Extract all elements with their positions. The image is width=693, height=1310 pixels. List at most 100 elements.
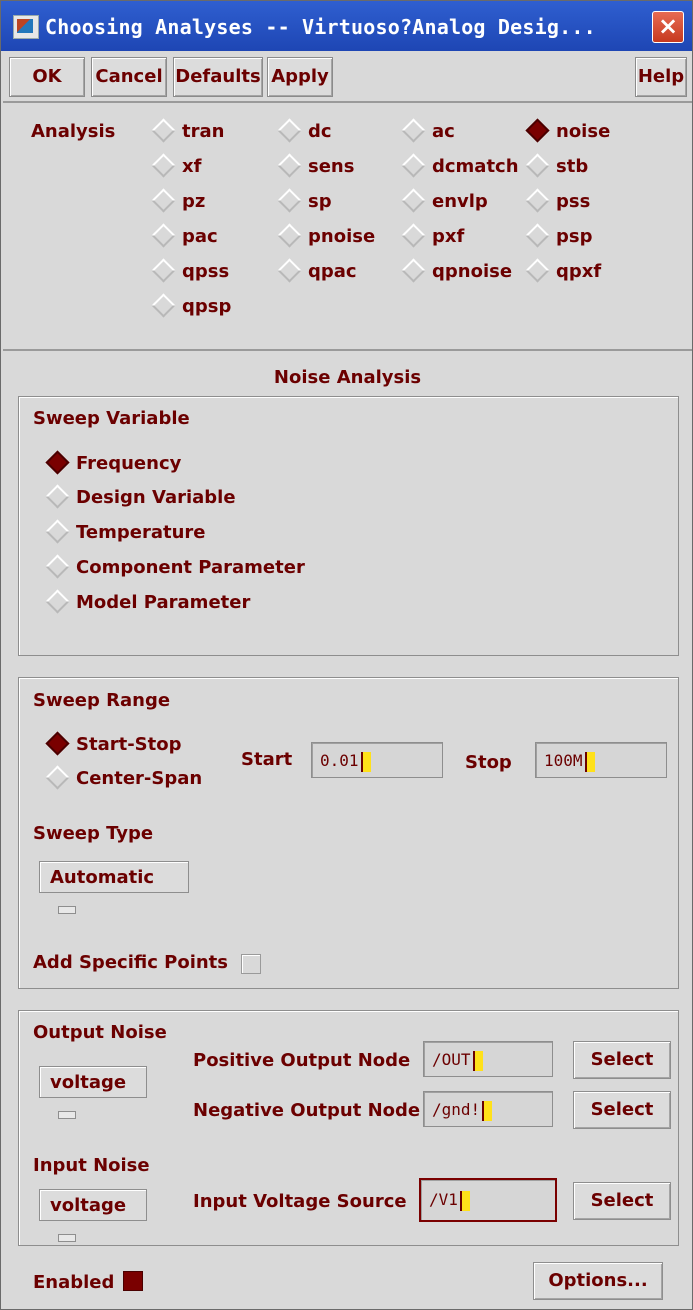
add-specific-points-label: Add Specific Points bbox=[33, 952, 229, 973]
analysis-option-pz[interactable]: pz bbox=[151, 187, 205, 213]
negative-output-node-label: Negative Output Node bbox=[193, 1100, 421, 1121]
analysis-option-xf[interactable]: xf bbox=[151, 152, 201, 178]
radio-diamond-icon bbox=[151, 292, 176, 318]
radio-diamond-icon bbox=[401, 152, 426, 178]
analysis-option-dc[interactable]: dc bbox=[277, 117, 332, 143]
text-cursor-icon bbox=[584, 751, 595, 772]
dropdown-indicator-icon bbox=[58, 1234, 76, 1242]
toolbar: OK Cancel Defaults Apply Help bbox=[3, 53, 692, 103]
radio-diamond-icon bbox=[45, 730, 70, 756]
analysis-option-qpxf[interactable]: qpxf bbox=[525, 257, 601, 283]
text-cursor-icon bbox=[360, 751, 371, 772]
window-title: Choosing Analyses -- Virtuoso?Analog Des… bbox=[45, 15, 596, 39]
sweep-range-label: Sweep Range bbox=[33, 690, 171, 711]
analysis-option-stb[interactable]: stb bbox=[525, 152, 588, 178]
analysis-option-dcmatch[interactable]: dcmatch bbox=[401, 152, 519, 178]
radio-diamond-icon bbox=[45, 518, 70, 544]
stop-field[interactable]: 100M bbox=[535, 742, 667, 778]
stop-label: Stop bbox=[465, 752, 512, 773]
analysis-option-pac[interactable]: pac bbox=[151, 222, 218, 248]
select-input-source-button[interactable]: Select bbox=[573, 1182, 671, 1220]
radio-diamond-icon bbox=[45, 553, 70, 579]
radio-diamond-icon bbox=[525, 187, 550, 213]
radio-diamond-icon bbox=[401, 187, 426, 213]
radio-diamond-icon bbox=[401, 257, 426, 283]
radio-diamond-icon bbox=[151, 222, 176, 248]
dropdown-indicator-icon bbox=[58, 1111, 76, 1119]
panel-title: Noise Analysis bbox=[273, 367, 422, 388]
sweep-range-group bbox=[18, 677, 679, 989]
radio-diamond-icon bbox=[45, 483, 70, 509]
input-noise-label: Input Noise bbox=[33, 1155, 150, 1176]
range-center-span[interactable]: Center-Span bbox=[45, 764, 202, 790]
radio-diamond-icon bbox=[45, 449, 70, 475]
dropdown-indicator-icon bbox=[58, 906, 76, 914]
text-cursor-icon bbox=[459, 1190, 470, 1211]
radio-diamond-icon bbox=[277, 257, 302, 283]
radio-diamond-icon bbox=[277, 222, 302, 248]
close-icon[interactable]: × bbox=[652, 11, 684, 43]
enabled-label: Enabled bbox=[33, 1272, 115, 1293]
radio-diamond-icon bbox=[151, 187, 176, 213]
analysis-option-ac[interactable]: ac bbox=[401, 117, 455, 143]
analysis-option-sens[interactable]: sens bbox=[277, 152, 354, 178]
analysis-option-qpss[interactable]: qpss bbox=[151, 257, 229, 283]
analysis-option-pxf[interactable]: pxf bbox=[401, 222, 464, 248]
sweep-var-temperature[interactable]: Temperature bbox=[45, 518, 205, 544]
app-icon bbox=[13, 15, 39, 39]
apply-button[interactable]: Apply bbox=[267, 57, 333, 97]
radio-diamond-icon bbox=[277, 152, 302, 178]
text-cursor-icon bbox=[472, 1050, 483, 1071]
analysis-section bbox=[3, 105, 692, 351]
select-positive-node-button[interactable]: Select bbox=[573, 1041, 671, 1079]
title-bar[interactable]: Choosing Analyses -- Virtuoso?Analog Des… bbox=[1, 1, 692, 51]
sweep-variable-group bbox=[18, 396, 679, 656]
sweep-variable-label: Sweep Variable bbox=[33, 408, 190, 429]
analysis-option-pss[interactable]: pss bbox=[525, 187, 590, 213]
add-specific-points-checkbox[interactable] bbox=[241, 954, 261, 974]
radio-diamond-icon bbox=[45, 764, 70, 790]
input-noise-dropdown[interactable]: voltage bbox=[39, 1189, 147, 1242]
analysis-option-qpsp[interactable]: qpsp bbox=[151, 292, 231, 318]
analysis-option-envlp[interactable]: envlp bbox=[401, 187, 488, 213]
sweep-var-model-parameter[interactable]: Model Parameter bbox=[45, 588, 250, 614]
analysis-option-noise[interactable]: noise bbox=[525, 117, 610, 143]
sweep-var-frequency[interactable]: Frequency bbox=[45, 449, 181, 475]
select-negative-node-button[interactable]: Select bbox=[573, 1091, 671, 1129]
output-noise-dropdown[interactable]: voltage bbox=[39, 1066, 147, 1119]
options-button[interactable]: Options... bbox=[533, 1262, 663, 1300]
analysis-label: Analysis bbox=[31, 121, 116, 142]
enabled-checkbox[interactable] bbox=[123, 1271, 143, 1291]
range-start-stop[interactable]: Start-Stop bbox=[45, 730, 182, 756]
analysis-option-sp[interactable]: sp bbox=[277, 187, 332, 213]
radio-diamond-icon bbox=[401, 117, 426, 143]
help-button[interactable]: Help bbox=[635, 57, 687, 97]
radio-diamond-icon bbox=[45, 588, 70, 614]
ok-button[interactable]: OK bbox=[9, 57, 85, 97]
text-cursor-icon bbox=[482, 1100, 493, 1121]
radio-diamond-icon bbox=[525, 152, 550, 178]
analysis-option-tran[interactable]: tran bbox=[151, 117, 224, 143]
defaults-button[interactable]: Defaults bbox=[173, 57, 263, 97]
radio-diamond-icon bbox=[277, 117, 302, 143]
start-field[interactable]: 0.01 bbox=[311, 742, 443, 778]
analysis-option-pnoise[interactable]: pnoise bbox=[277, 222, 375, 248]
output-noise-label: Output Noise bbox=[33, 1022, 167, 1043]
positive-output-node-field[interactable]: /OUT bbox=[423, 1041, 553, 1077]
sweep-type-dropdown[interactable]: Automatic bbox=[39, 861, 189, 914]
radio-diamond-icon bbox=[151, 257, 176, 283]
analysis-option-qpnoise[interactable]: qpnoise bbox=[401, 257, 512, 283]
positive-output-node-label: Positive Output Node bbox=[193, 1050, 411, 1071]
sweep-var-design-variable[interactable]: Design Variable bbox=[45, 483, 236, 509]
negative-output-node-field[interactable]: /gnd! bbox=[423, 1091, 553, 1127]
radio-diamond-icon bbox=[525, 117, 550, 143]
sweep-var-component-parameter[interactable]: Component Parameter bbox=[45, 553, 305, 579]
radio-diamond-icon bbox=[151, 117, 176, 143]
radio-diamond-icon bbox=[401, 222, 426, 248]
analysis-option-qpac[interactable]: qpac bbox=[277, 257, 357, 283]
analysis-option-psp[interactable]: psp bbox=[525, 222, 592, 248]
cancel-button[interactable]: Cancel bbox=[91, 57, 167, 97]
input-voltage-source-field[interactable]: /V1 bbox=[419, 1178, 557, 1222]
radio-diamond-icon bbox=[277, 187, 302, 213]
